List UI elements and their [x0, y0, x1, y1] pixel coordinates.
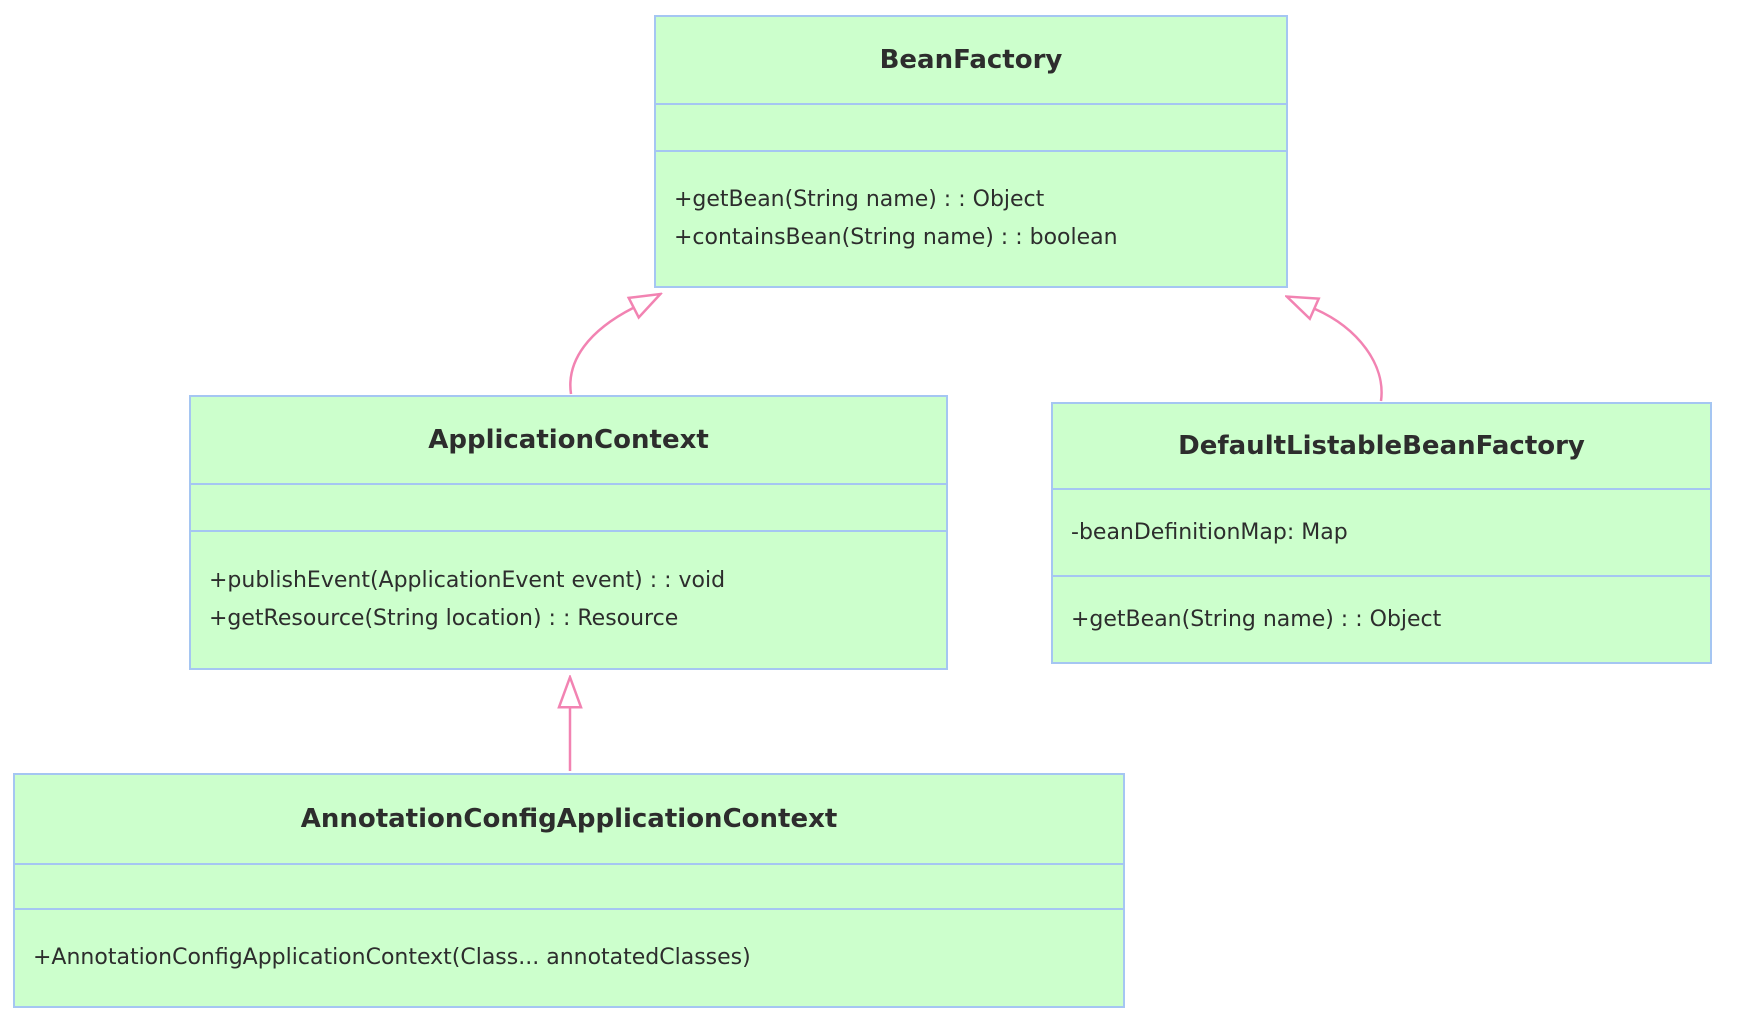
edge-defaultlistablebeanfactory-to-beanfactory	[1315, 309, 1383, 402]
edge-applicationcontext-to-beanfactory	[569, 308, 633, 395]
class-attributes: -beanDefinitionMap: Map	[1053, 488, 1710, 575]
class-title: DefaultListableBeanFactory	[1178, 431, 1585, 461]
attribute-label: -beanDefinitionMap: Map	[1071, 519, 1348, 545]
class-attributes-empty	[191, 483, 946, 530]
class-methods: +getBean(String name) : : Object +contai…	[656, 150, 1286, 286]
class-attributes-empty	[15, 863, 1123, 908]
class-applicationcontext: ApplicationContext +publishEvent(Applica…	[189, 395, 948, 670]
class-title: ApplicationContext	[428, 425, 709, 455]
class-methods: +AnnotationConfigApplicationContext(Clas…	[15, 908, 1123, 1006]
class-methods: +publishEvent(ApplicationEvent event) : …	[191, 530, 946, 668]
method-label: +getResource(String location) : : Resour…	[209, 606, 679, 631]
class-title: AnnotationConfigApplicationContext	[300, 804, 838, 834]
class-title: BeanFactory	[879, 45, 1063, 75]
method-label: +containsBean(String name) : : boolean	[674, 225, 1118, 250]
class-defaultlistablebeanfactory: DefaultListableBeanFactory -beanDefiniti…	[1051, 402, 1712, 664]
method-label: +publishEvent(ApplicationEvent event) : …	[209, 568, 726, 593]
class-methods: +getBean(String name) : : Object	[1053, 575, 1710, 662]
class-annotationconfigapplicationcontext: AnnotationConfigApplicationContext +Anno…	[13, 773, 1125, 1008]
class-attributes-empty	[656, 103, 1286, 150]
method-label: +getBean(String name) : : Object	[674, 187, 1045, 212]
class-beanfactory: BeanFactory +getBean(String name) : : Ob…	[654, 15, 1288, 288]
method-label: +AnnotationConfigApplicationContext(Clas…	[33, 945, 751, 970]
method-label: +getBean(String name) : : Object	[1071, 606, 1442, 632]
